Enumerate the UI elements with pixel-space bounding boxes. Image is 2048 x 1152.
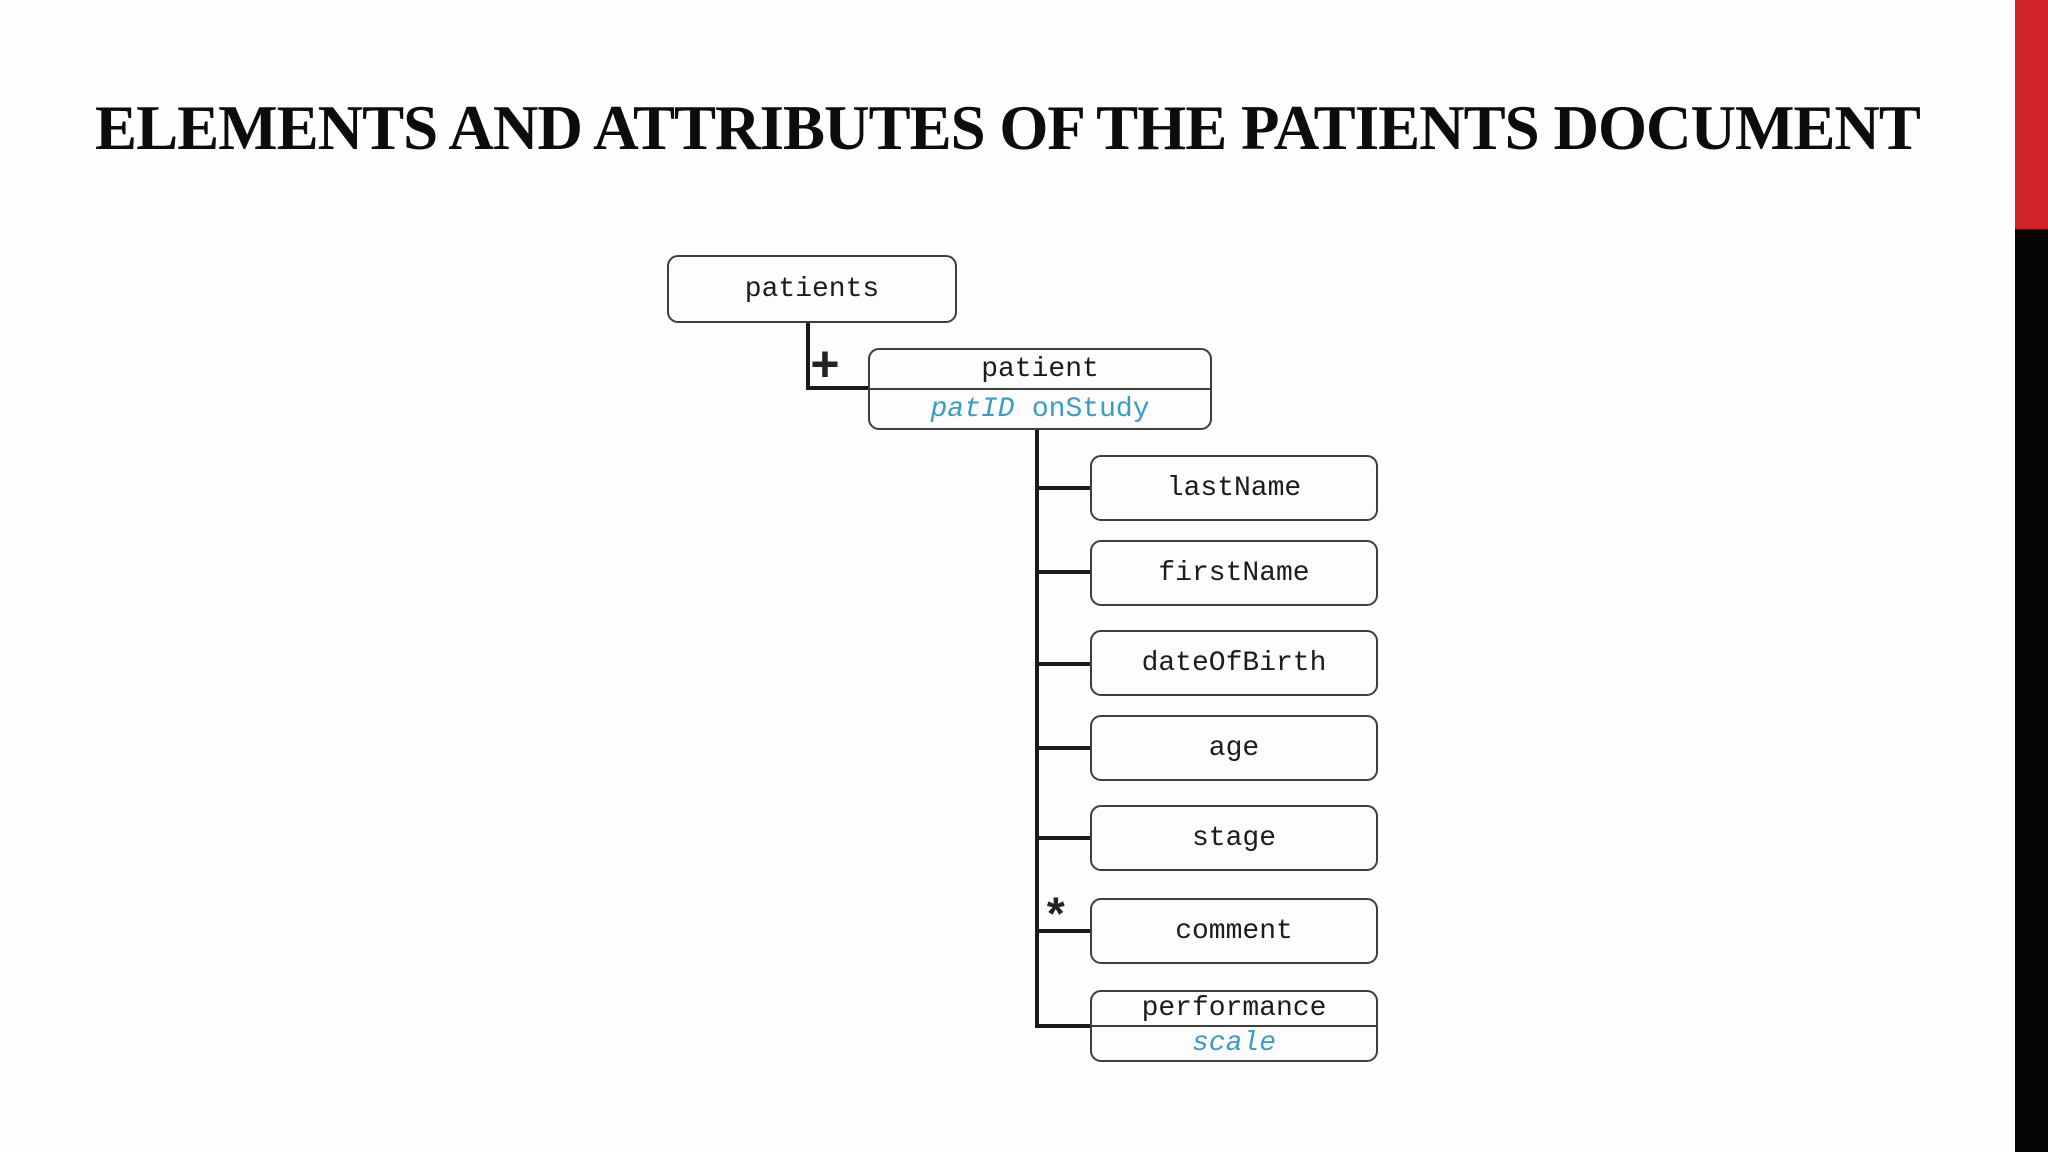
node-patients-label: patients bbox=[744, 273, 880, 305]
node-performance: performance scale bbox=[1090, 990, 1378, 1062]
accent-stripe-black bbox=[2015, 229, 2048, 1152]
cardinality-star: * bbox=[1042, 893, 1070, 945]
accent-stripe-red bbox=[2015, 0, 2048, 229]
connector-branch-age bbox=[1035, 746, 1092, 750]
node-performance-label: performance bbox=[1141, 993, 1327, 1024]
attribute-scale: scale bbox=[1191, 1028, 1276, 1059]
page-title: ELEMENTS AND ATTRIBUTES OF THE PATIENTS … bbox=[95, 93, 1921, 163]
connector-patient-trunk bbox=[1035, 429, 1039, 1028]
node-firstname-label: firstName bbox=[1158, 557, 1310, 589]
connector-branch-performance bbox=[1035, 1024, 1092, 1028]
node-patient-label: patient bbox=[981, 353, 1099, 385]
node-patient-attributes-row: patID onStudy bbox=[870, 390, 1210, 428]
node-lastname: lastName bbox=[1090, 455, 1378, 521]
node-patients: patients bbox=[667, 255, 957, 323]
connector-branch-comment bbox=[1035, 929, 1092, 933]
cardinality-plus: + bbox=[810, 340, 841, 397]
node-patient-element-row: patient bbox=[870, 350, 1210, 390]
node-dateofbirth-label: dateOfBirth bbox=[1141, 647, 1327, 679]
node-age-label: age bbox=[1208, 732, 1260, 764]
node-comment: comment bbox=[1090, 898, 1378, 964]
connector-branch-stage bbox=[1035, 836, 1092, 840]
connector-branch-lastname bbox=[1035, 486, 1092, 490]
node-performance-element-row: performance bbox=[1092, 992, 1376, 1027]
attribute-patid: patID bbox=[930, 393, 1015, 425]
connector-branch-firstname bbox=[1035, 570, 1092, 574]
connector-root-vertical bbox=[806, 321, 810, 390]
node-firstname: firstName bbox=[1090, 540, 1378, 606]
node-patient: patient patID onStudy bbox=[868, 348, 1212, 430]
node-stage-label: stage bbox=[1191, 822, 1276, 854]
node-lastname-label: lastName bbox=[1166, 472, 1302, 504]
node-performance-attributes-row: scale bbox=[1092, 1027, 1376, 1060]
connector-branch-dateofbirth bbox=[1035, 662, 1092, 666]
node-age: age bbox=[1090, 715, 1378, 781]
node-dateofbirth: dateOfBirth bbox=[1090, 630, 1378, 696]
node-comment-label: comment bbox=[1175, 915, 1293, 947]
attribute-onstudy: onStudy bbox=[1031, 393, 1150, 425]
node-stage: stage bbox=[1090, 805, 1378, 871]
connector-root-horizontal bbox=[806, 386, 870, 390]
